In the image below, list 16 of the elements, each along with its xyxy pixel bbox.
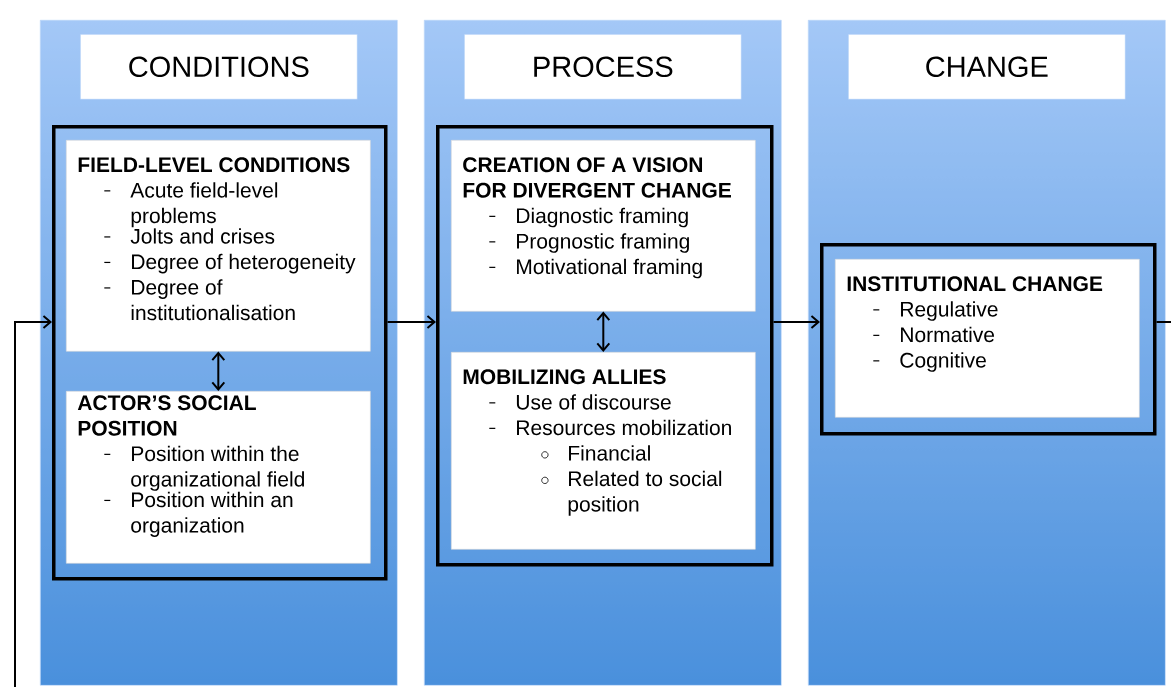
header-box: PROCESS [464, 34, 742, 100]
group-frame [52, 125, 388, 581]
group-frame [436, 125, 774, 567]
text-box: FIELD-LEVEL CONDITIONS Acute field-level problems Jolts and crises Degree of heterogeneity Degree of institutionalisation [66, 140, 371, 352]
header-box: CHANGE [848, 34, 1126, 100]
arrow [386, 315, 436, 329]
arrow [596, 311, 611, 352]
text-box: ACTOR’S SOCIAL POSITION Position within the organizational field Position within an organization [66, 391, 371, 564]
arrow [211, 351, 226, 391]
group-frame [820, 243, 1157, 436]
arrow [772, 315, 820, 329]
text-box: MOBILIZING ALLIES Use of discourse Resources mobilization Financial Related to social position [451, 352, 756, 550]
header-box: CONDITIONS [80, 34, 358, 100]
text-box: CREATION OF A VISION FOR DIVERGENT CHANGE Diagnostic framing Prognostic framing Motivational framing [451, 140, 756, 312]
text-box: INSTITUTIONAL CHANGE Regulative Normative Cognitive [835, 259, 1140, 418]
arrow [14, 315, 52, 687]
